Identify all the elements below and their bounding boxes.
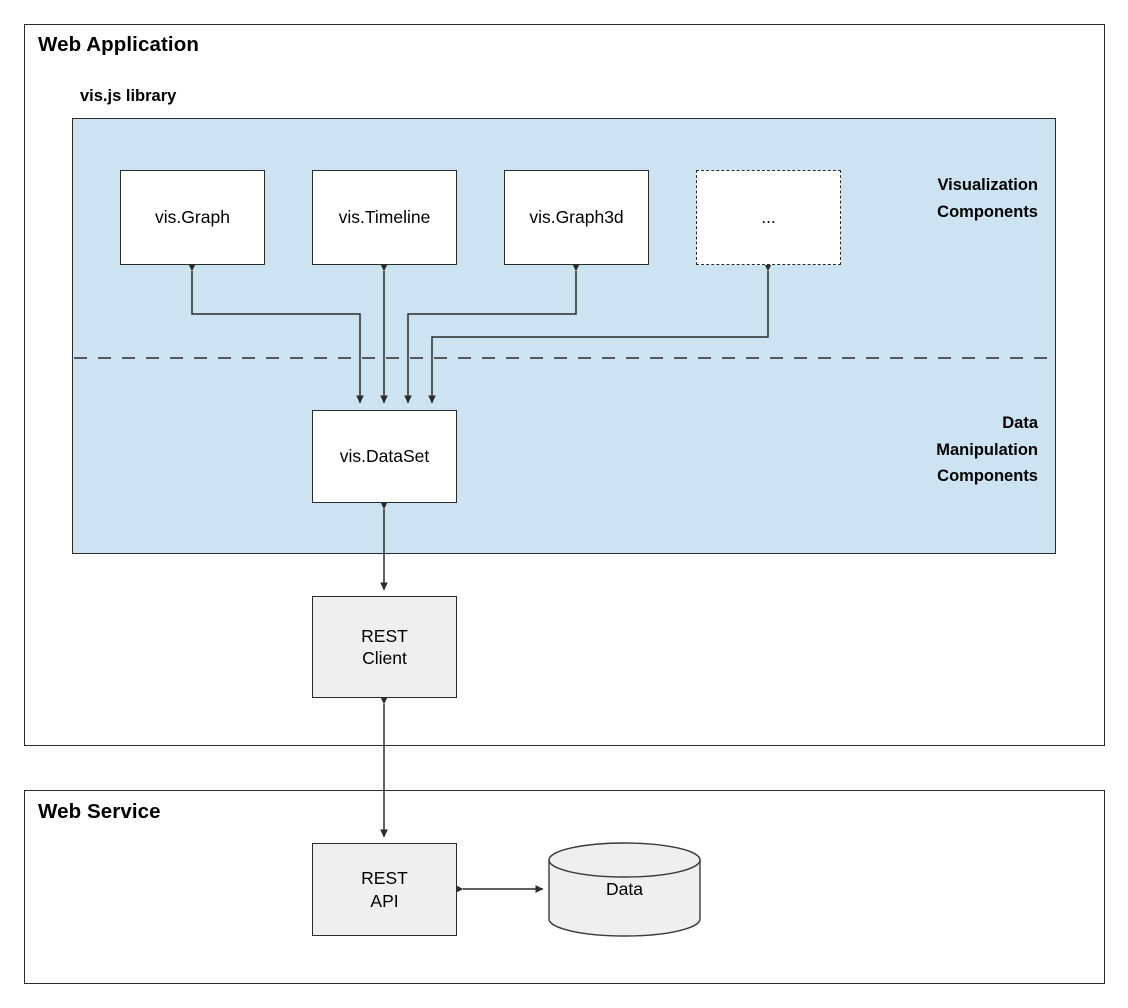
web-application-title: Web Application — [38, 33, 199, 56]
data-store-label: Data — [606, 879, 643, 899]
data-manipulation-components-label: Data Manipulation Components — [936, 414, 1038, 486]
node-vis-dataset[interactable]: vis.DataSet — [312, 410, 457, 503]
node-rest-client[interactable]: REST Client — [312, 596, 457, 698]
vis-js-library-title: vis.js library — [80, 87, 177, 105]
node-more-components[interactable]: ... — [696, 170, 841, 265]
node-rest-api[interactable]: REST API — [312, 843, 457, 936]
visualization-components-label: Visualization Components — [937, 176, 1038, 221]
web-service-title: Web Service — [38, 800, 161, 823]
node-vis-graph3d[interactable]: vis.Graph3d — [504, 170, 649, 265]
node-vis-graph[interactable]: vis.Graph — [120, 170, 265, 265]
node-vis-timeline[interactable]: vis.Timeline — [312, 170, 457, 265]
